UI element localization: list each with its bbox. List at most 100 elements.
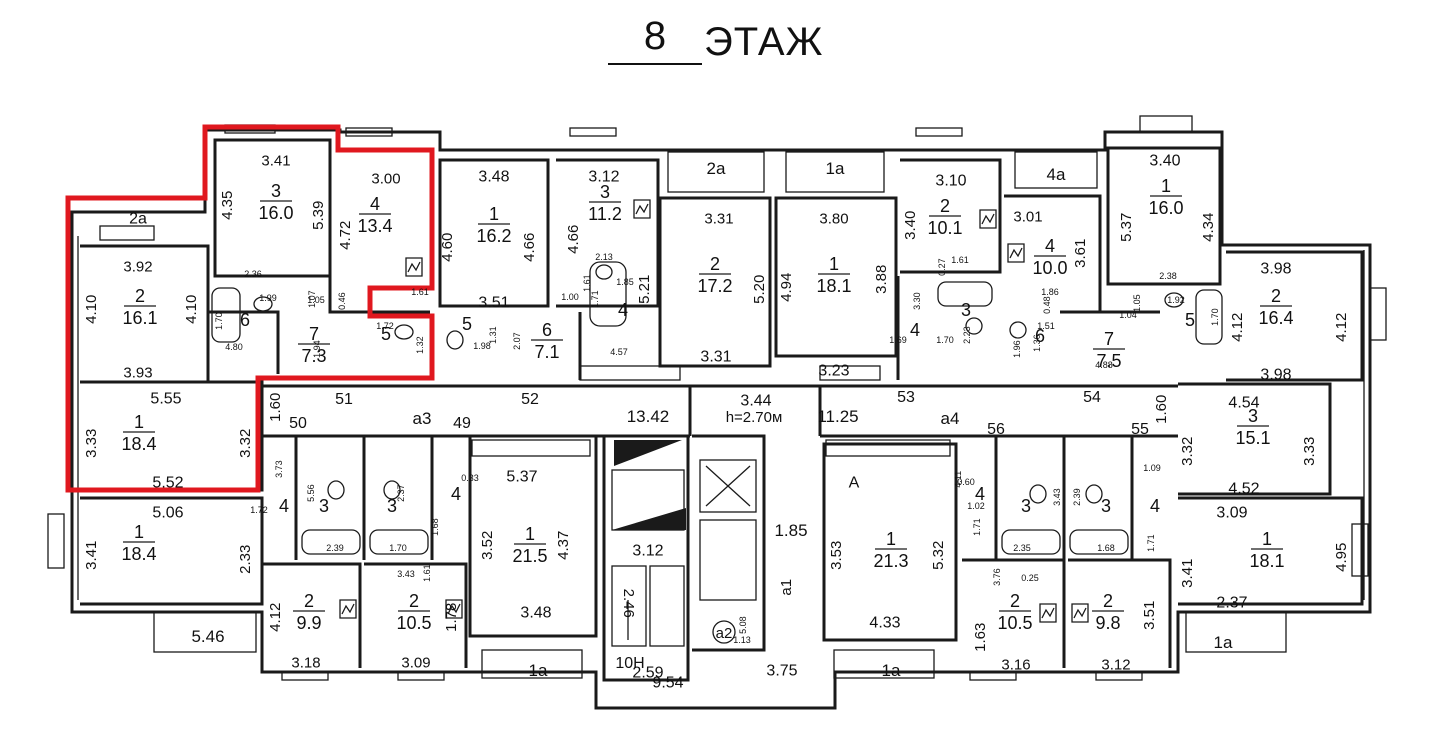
dimension-label: 3.75 <box>766 663 797 680</box>
balcony <box>667 151 765 193</box>
room-number: 1 <box>525 524 535 544</box>
wall <box>692 434 766 652</box>
room-label: 5 <box>1185 310 1195 330</box>
balconies <box>47 115 1387 681</box>
dimension-label: 2.39 <box>326 543 344 553</box>
room-area: 10.0 <box>1032 258 1067 278</box>
hallway-niche <box>819 365 881 381</box>
room-label: 77.3 <box>298 324 330 366</box>
dimension-label: 3.33 <box>83 429 100 458</box>
dimension-label: 1.72 <box>376 321 394 331</box>
dimension-label: 5.06 <box>152 505 183 522</box>
balcony <box>99 225 155 241</box>
window <box>1095 671 1143 681</box>
room-label: 216.1 <box>122 286 157 328</box>
dimension-label: 3.53 <box>828 541 845 570</box>
room-label: 316.0 <box>258 181 293 223</box>
room-area: 17.2 <box>697 276 732 296</box>
dimension-label: 0.48 <box>1042 296 1052 314</box>
dimension-label: 1.61 <box>422 564 432 582</box>
dimension-label: 5.56 <box>306 484 316 502</box>
room-area: 18.4 <box>121 544 156 564</box>
dimension-label: 3.18 <box>291 654 320 671</box>
toilet <box>595 264 613 280</box>
room-label: 116.0 <box>1148 176 1183 218</box>
room-label: 6 <box>1035 326 1045 346</box>
room-number: 2 <box>409 591 419 611</box>
bathtub <box>1001 529 1061 555</box>
room-area: 10.5 <box>396 613 431 633</box>
wall <box>1106 146 1222 286</box>
dimension-label: 3.12 <box>632 543 663 560</box>
room-label: 118.1 <box>816 254 851 296</box>
dimension-label: 2a <box>707 159 726 178</box>
wall <box>80 496 264 606</box>
wall <box>208 310 280 374</box>
wall <box>658 196 772 368</box>
dimension-label: 1.92 <box>1167 295 1185 305</box>
dimension-label: 3.98 <box>1260 261 1291 278</box>
dimension-label: 4.66 <box>521 233 538 262</box>
room-area: 21.5 <box>512 546 547 566</box>
floor-title: 8 ЭТАЖ <box>0 0 1440 90</box>
dimension-label: 4.10 <box>83 295 100 324</box>
dimension-label: 2.59 <box>632 665 663 682</box>
room-area: 11.2 <box>588 204 622 224</box>
room-number: 4 <box>975 484 985 504</box>
dimension-label: 1.71 <box>1146 534 1156 552</box>
window <box>397 671 445 681</box>
room-label: 3 <box>319 496 329 516</box>
bathtub <box>937 281 993 307</box>
bathtub <box>369 529 429 555</box>
dimension-label: 4.95 <box>1333 543 1350 572</box>
room-area: 21.3 <box>873 551 908 571</box>
dimension-label: 1.94 <box>312 340 322 358</box>
dimension-label: 1a <box>882 661 901 680</box>
dimension-label: 3.12 <box>1101 656 1130 673</box>
wall <box>262 562 362 668</box>
dimension-label: 9.54 <box>652 675 683 692</box>
room-number: 3 <box>1101 496 1111 516</box>
toilet <box>394 324 414 340</box>
room-number: 7 <box>309 324 319 344</box>
dimension-label: 3.10 <box>935 173 966 190</box>
room-number: 3 <box>961 300 971 320</box>
dimension-label: 1.68 <box>430 518 440 536</box>
room-area: 7.1 <box>534 342 559 362</box>
fixtures <box>211 199 1223 647</box>
dimension-label: 4.35 <box>219 191 236 220</box>
room-area: 16.2 <box>476 226 511 246</box>
room-label: 4 <box>910 320 920 340</box>
room-label: 4 <box>975 484 985 504</box>
hallway-niche <box>471 439 591 457</box>
room-area: 18.4 <box>121 434 156 454</box>
dimension-label: 3.51 <box>1141 601 1158 630</box>
dimension-label: 3.93 <box>123 364 152 381</box>
kitchen-stove-icon <box>1007 243 1025 263</box>
kitchen-stove-icon <box>633 199 651 219</box>
dimension-label: a3 <box>413 409 432 428</box>
wall <box>438 158 550 308</box>
room-number: 3 <box>600 182 610 202</box>
dimension-label: 1.85 <box>774 521 807 540</box>
room-number: 2 <box>710 254 720 274</box>
window <box>569 127 617 137</box>
room-number: 4 <box>279 496 289 516</box>
wall <box>1004 194 1102 312</box>
floor-word: ЭТАЖ <box>704 20 824 64</box>
room-number: 2 <box>940 196 950 216</box>
dimension-label: 5.37 <box>1118 213 1135 242</box>
dimension-label: 1.13 <box>733 635 751 645</box>
room-label: 311.2 <box>588 182 622 224</box>
dimension-label: 3.32 <box>1179 437 1196 466</box>
room-number: 1 <box>489 204 499 224</box>
bathtub <box>589 261 627 327</box>
apartment-number: 50 <box>289 415 307 432</box>
dimension-label: 3.09 <box>401 654 430 671</box>
room-label: 6 <box>240 310 250 330</box>
dimension-label: 4.33 <box>869 615 900 632</box>
dimension-label: 1.68 <box>1097 543 1115 553</box>
dimension-label: 3.48 <box>520 605 551 622</box>
dimension-label: 2.37 <box>396 484 406 502</box>
dimension-label: 4.52 <box>1228 481 1259 498</box>
